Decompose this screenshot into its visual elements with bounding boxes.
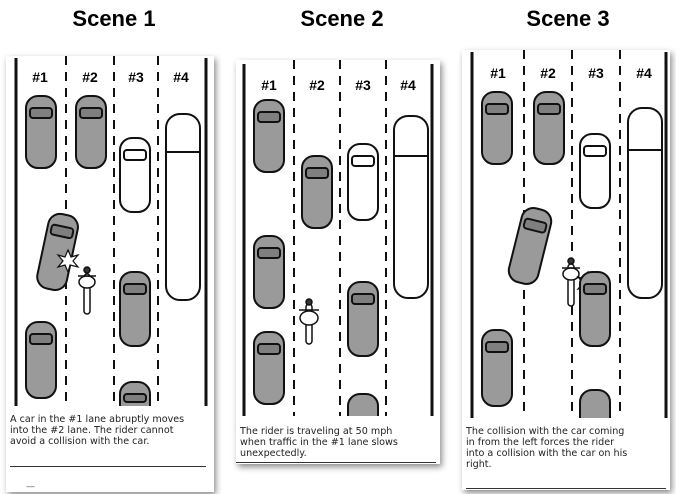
scene-1-road-diagram: #1 #2 #3 #4 xyxy=(6,56,214,406)
scene-3-title: Scene 3 xyxy=(468,6,668,32)
scene-3-panel: #1 #2 #3 #4 The collision with the car c… xyxy=(462,50,670,490)
car-gray xyxy=(26,322,56,398)
caption-line: in from the left forces the rider xyxy=(466,437,666,448)
lane-label-3: #3 xyxy=(128,69,144,85)
lane-label-1: #1 xyxy=(32,69,48,85)
footer-fragment: — xyxy=(26,482,35,492)
lane-label-1: #1 xyxy=(261,77,277,93)
caption-line: The rider is traveling at 50 mph xyxy=(240,426,436,437)
car-gray xyxy=(76,96,106,168)
car-gray xyxy=(26,96,56,168)
caption-line: right. xyxy=(466,459,666,470)
car-white xyxy=(120,138,150,212)
scene-2-title: Scene 2 xyxy=(242,6,442,32)
scene-1-panel: #1 #2 #3 #4 A car in the #1 lane abruptl… xyxy=(6,56,214,492)
scene-1-title: Scene 1 xyxy=(14,6,214,32)
footer-rule xyxy=(466,488,666,489)
motorcycle-rider-icon xyxy=(299,299,319,344)
caption-line: unexpectedly. xyxy=(240,448,436,459)
scene-2-caption: The rider is traveling at 50 mph when tr… xyxy=(240,426,436,459)
car-merging-gray xyxy=(35,212,80,293)
car-white xyxy=(580,134,610,208)
scene-2-panel: #1 #2 #3 #4 The rider is traveling at 50… xyxy=(236,60,440,464)
caption-line: into the #2 lane. The rider cannot xyxy=(10,425,210,436)
car-gray xyxy=(482,330,512,406)
scene-2-road-diagram: #1 #2 #3 #4 xyxy=(236,60,440,416)
car-gray xyxy=(348,394,378,416)
car-gray xyxy=(120,272,150,346)
car-gray xyxy=(348,282,378,356)
scene-3-road-diagram: #1 #2 #3 #4 xyxy=(462,50,670,418)
caption-line: The collision with the car coming xyxy=(466,426,666,437)
caption-line: when traffic in the #1 lane slows xyxy=(240,437,436,448)
car-gray xyxy=(120,382,150,406)
car-gray xyxy=(254,236,284,308)
motorcycle-rider-icon xyxy=(78,267,96,314)
car-gray xyxy=(254,100,284,172)
lane-label-3: #3 xyxy=(588,65,604,81)
lane-label-2: #2 xyxy=(540,65,556,81)
caption-line: into a collision with the car on his xyxy=(466,448,666,459)
truck-white xyxy=(166,114,200,300)
truck-white xyxy=(394,116,428,298)
lane-label-4: #4 xyxy=(400,77,416,93)
scene-3-caption: The collision with the car coming in fro… xyxy=(466,426,666,470)
lane-label-3: #3 xyxy=(355,77,371,93)
car-merging-gray xyxy=(506,205,553,286)
lane-label-2: #2 xyxy=(309,77,325,93)
lane-label-2: #2 xyxy=(82,69,98,85)
lane-label-4: #4 xyxy=(173,69,189,85)
truck-white xyxy=(628,108,662,298)
car-gray xyxy=(254,332,284,404)
motorcycle-rider-icon xyxy=(562,258,580,306)
car-gray xyxy=(482,92,512,164)
car-gray xyxy=(580,390,610,418)
car-white xyxy=(348,144,378,220)
car-gray xyxy=(534,92,564,164)
footer-rule xyxy=(236,462,436,463)
scene-1-caption: A car in the #1 lane abruptly moves into… xyxy=(10,414,210,447)
car-gray xyxy=(302,156,332,228)
lane-label-4: #4 xyxy=(636,65,652,81)
footer-rule xyxy=(10,466,206,467)
caption-line: A car in the #1 lane abruptly moves xyxy=(10,414,210,425)
lane-label-1: #1 xyxy=(490,65,506,81)
car-gray xyxy=(580,272,610,346)
caption-line: avoid a collision with the car. xyxy=(10,436,210,447)
